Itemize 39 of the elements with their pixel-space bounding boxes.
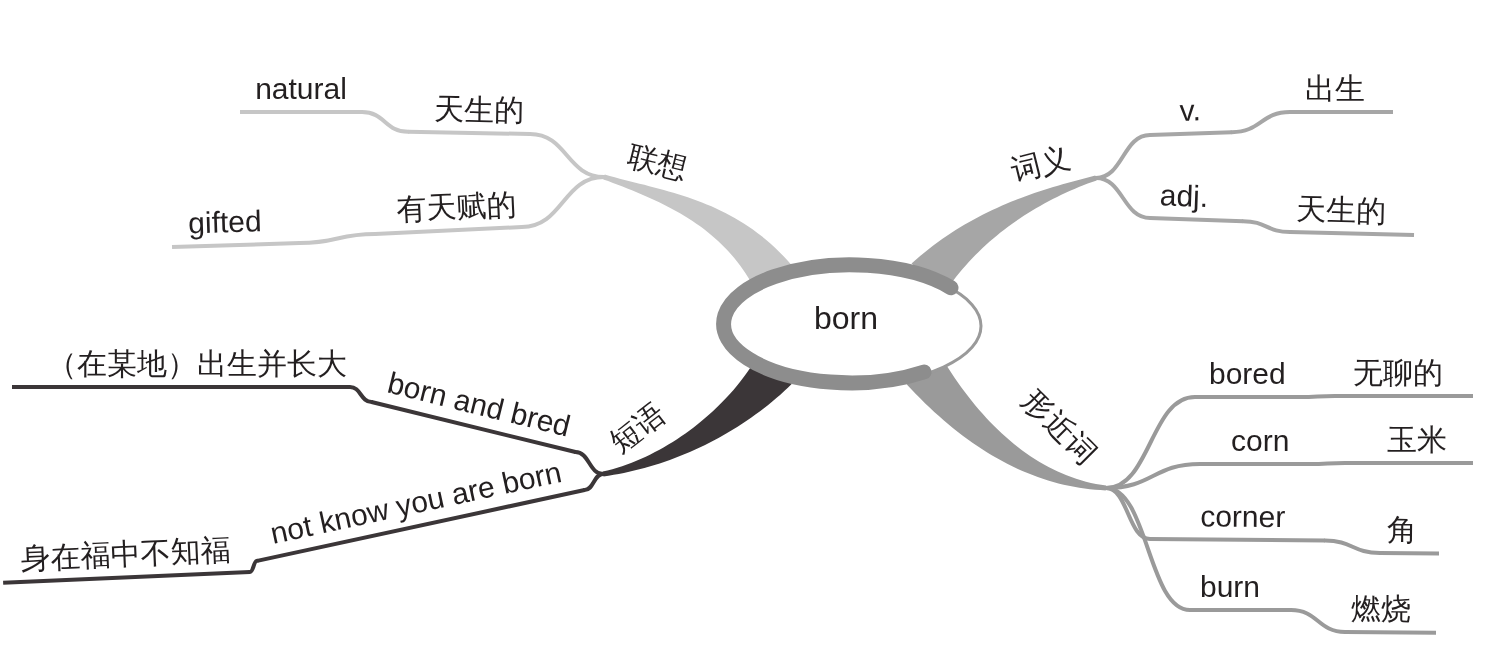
leaf-topic: burn: [1190, 568, 1291, 612]
leaf-topic: adj.: [1150, 176, 1245, 224]
leaf-topic: 天生的: [1290, 190, 1416, 238]
leaf-topic: not know you are born: [248, 449, 585, 563]
leaf-topic: v.: [1148, 90, 1232, 137]
branch-topic: 形近词: [995, 363, 1125, 493]
branch-line: [360, 110, 411, 134]
leaf-topic: corn: [1200, 422, 1310, 466]
leaf-topic: gifted: [170, 201, 300, 249]
branch-line: [1308, 461, 1347, 466]
leaf-topic: 燃烧: [1345, 590, 1437, 635]
branch-line: [582, 472, 605, 493]
branch-line: [348, 385, 374, 404]
leaf-topic: （在某地）出生并长大: [12, 345, 350, 389]
branch-line: [1229, 110, 1292, 135]
branch-topic: 短语: [584, 381, 692, 474]
branch-line: [1298, 394, 1337, 399]
leaf-topic: 无聊的: [1335, 354, 1473, 398]
leaf-topic: 出生: [1290, 70, 1393, 114]
branch-topic: 词义: [988, 135, 1096, 203]
leaf-topic: 玉米: [1345, 421, 1473, 465]
central-topic: born: [814, 300, 878, 336]
branch-line: [1104, 486, 1192, 612]
branch-topic: 联想: [604, 134, 709, 201]
branch-line: [247, 558, 260, 574]
branch-line: [519, 175, 606, 229]
leaf-topic: born and bred: [371, 361, 586, 454]
leaf-topic: 天生的: [408, 89, 531, 136]
branch-line: [1323, 538, 1382, 555]
leaf-topic: 有天赋的: [373, 185, 522, 236]
leaf-topic: corner: [1150, 497, 1326, 543]
leaf-topic: 身在福中不知福: [1, 530, 250, 585]
leaf-topic: bored: [1195, 355, 1300, 399]
leaf-topic: 角: [1380, 511, 1440, 556]
branch-line: [297, 231, 378, 245]
leaf-topic: natural: [240, 70, 362, 114]
branch-line: [1289, 608, 1347, 634]
branch-line: [1094, 176, 1153, 220]
branch-line: [1241, 219, 1293, 234]
